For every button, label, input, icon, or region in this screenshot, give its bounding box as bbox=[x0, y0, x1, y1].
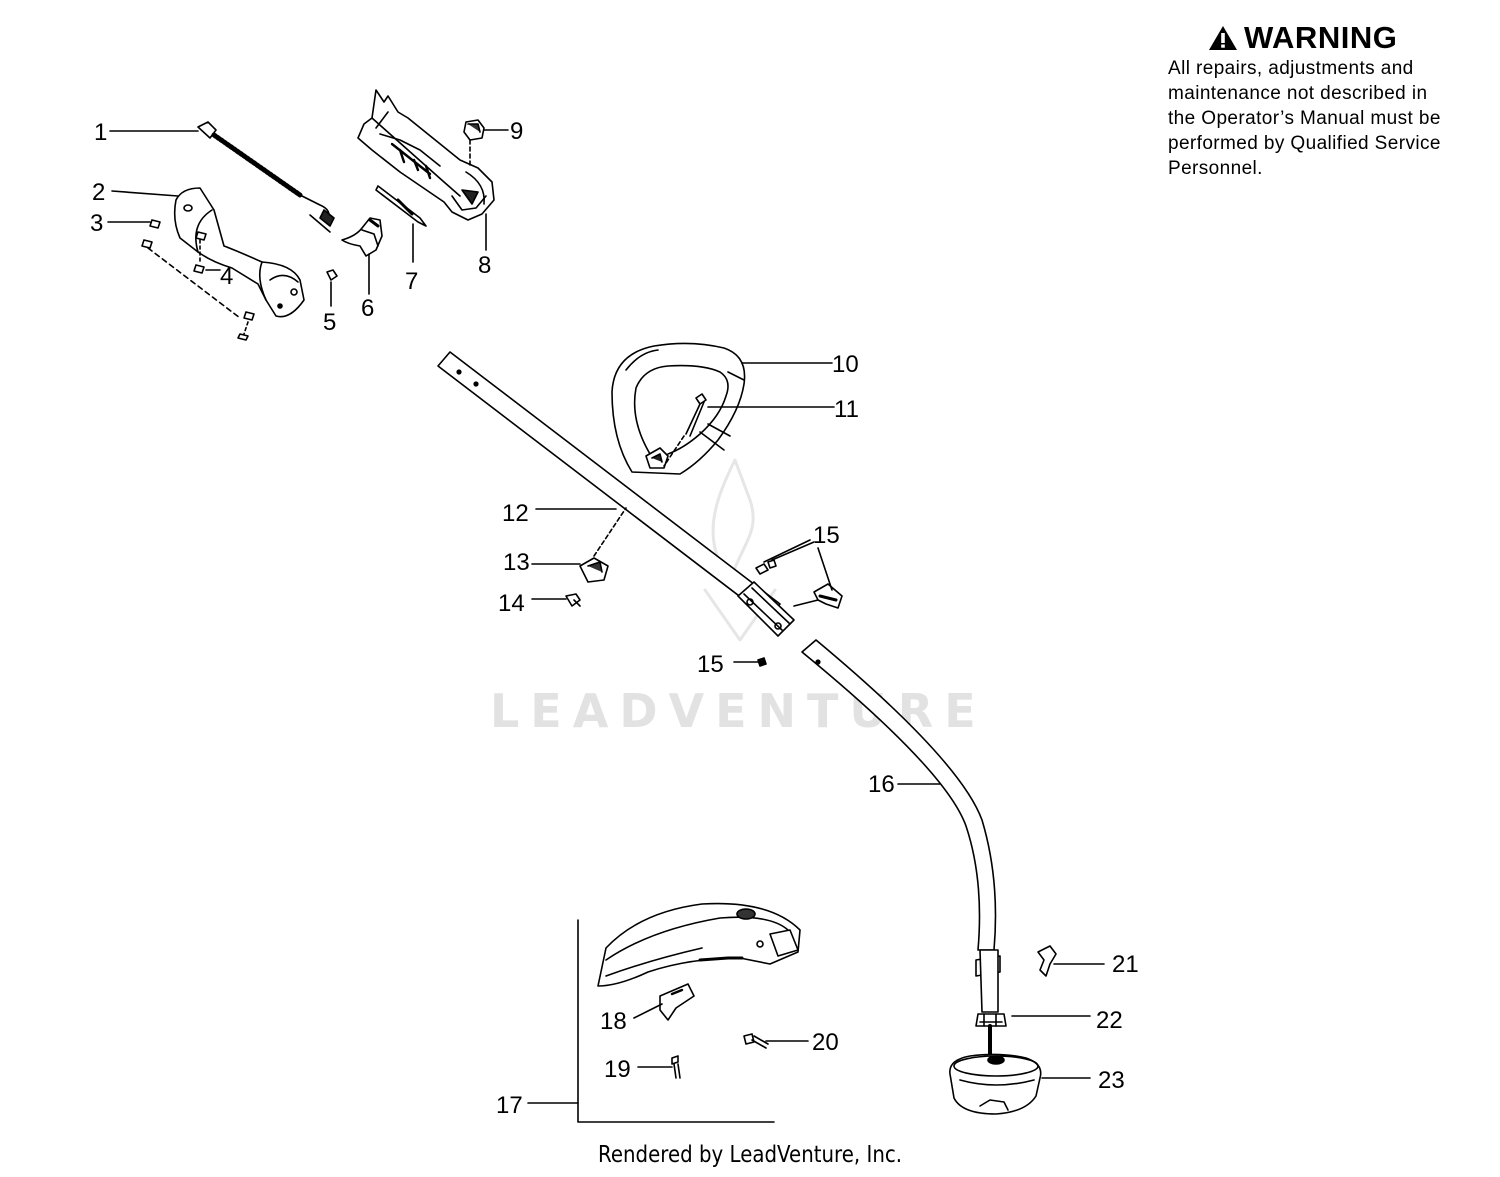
callout-5: 5 bbox=[323, 309, 336, 336]
callout-21: 21 bbox=[1112, 951, 1139, 978]
part-1-throttle-cable bbox=[197, 121, 335, 233]
warning-box: WARNING All repairs, adjustments and mai… bbox=[1168, 20, 1498, 181]
part-23-trimmer-head bbox=[949, 1053, 1042, 1115]
callout-11: 11 bbox=[834, 396, 859, 423]
part-14-screw bbox=[565, 593, 581, 607]
part-20-bolt bbox=[743, 1033, 769, 1049]
part-13-clamp bbox=[579, 507, 627, 583]
part-12-upper-shaft bbox=[437, 351, 781, 619]
part-22-coupling bbox=[975, 1013, 1007, 1056]
callout-23: 23 bbox=[1098, 1067, 1125, 1094]
callout-7: 7 bbox=[405, 268, 418, 295]
part-16-lower-shaft bbox=[801, 639, 1001, 1013]
warning-line-4: performed by Qualified Service bbox=[1168, 133, 1441, 154]
part-18-line-cutter bbox=[659, 983, 695, 1021]
leader-2 bbox=[111, 190, 179, 197]
part-10-d-handle bbox=[611, 342, 746, 475]
warning-line-3: the Operator’s Manual must be bbox=[1168, 108, 1441, 129]
part-21-clip bbox=[1037, 945, 1057, 977]
callout-18: 18 bbox=[600, 1008, 627, 1035]
part-17-guard bbox=[597, 902, 801, 987]
callout-20: 20 bbox=[812, 1029, 839, 1056]
callout-8: 8 bbox=[478, 252, 491, 279]
leader-18 bbox=[633, 1003, 663, 1019]
part-9-switch bbox=[463, 119, 485, 141]
warning-heading: WARNING bbox=[1208, 20, 1498, 56]
part-3-screws bbox=[141, 219, 255, 341]
part-2-housing bbox=[173, 187, 305, 318]
callout-10: 10 bbox=[832, 351, 859, 378]
callout-19: 19 bbox=[604, 1056, 631, 1083]
leader-lines bbox=[107, 129, 1105, 1104]
callout-12: 12 bbox=[502, 500, 529, 527]
part-7-lockout bbox=[375, 185, 427, 227]
part-4-screws bbox=[193, 231, 207, 274]
part-8-handle bbox=[357, 89, 495, 221]
warning-triangle-icon bbox=[1209, 26, 1237, 50]
part-19-screw bbox=[671, 1055, 681, 1079]
callout-15: 15 bbox=[813, 522, 840, 549]
callout-4: 4 bbox=[220, 263, 233, 290]
callout-1: 1 bbox=[94, 119, 107, 146]
warning-line-5: Personnel. bbox=[1168, 158, 1263, 179]
callout-17: 17 bbox=[496, 1092, 523, 1119]
callout-13: 13 bbox=[503, 549, 530, 576]
callout-22: 22 bbox=[1096, 1007, 1123, 1034]
part-6-trigger bbox=[341, 217, 383, 257]
part-5-nut bbox=[326, 269, 338, 281]
warning-line-1: All repairs, adjustments and bbox=[1168, 58, 1414, 79]
callout-15-nut: 15 bbox=[697, 651, 724, 678]
callout-16: 16 bbox=[868, 771, 895, 798]
callout-9: 9 bbox=[510, 118, 523, 145]
callout-6: 6 bbox=[361, 295, 374, 322]
warning-line-2: maintenance not described in bbox=[1168, 83, 1428, 104]
callout-14: 14 bbox=[498, 590, 525, 617]
footer-credit: Rendered by LeadVenture, Inc. bbox=[597, 1142, 903, 1168]
callout-3: 3 bbox=[90, 210, 103, 237]
callout-2: 2 bbox=[92, 179, 105, 206]
warning-title: WARNING bbox=[1244, 20, 1398, 55]
leader-15b bbox=[793, 547, 833, 607]
part-11-bolt bbox=[663, 393, 707, 467]
leader-15a bbox=[763, 539, 815, 563]
part-17-guard-bracket bbox=[577, 919, 775, 1123]
